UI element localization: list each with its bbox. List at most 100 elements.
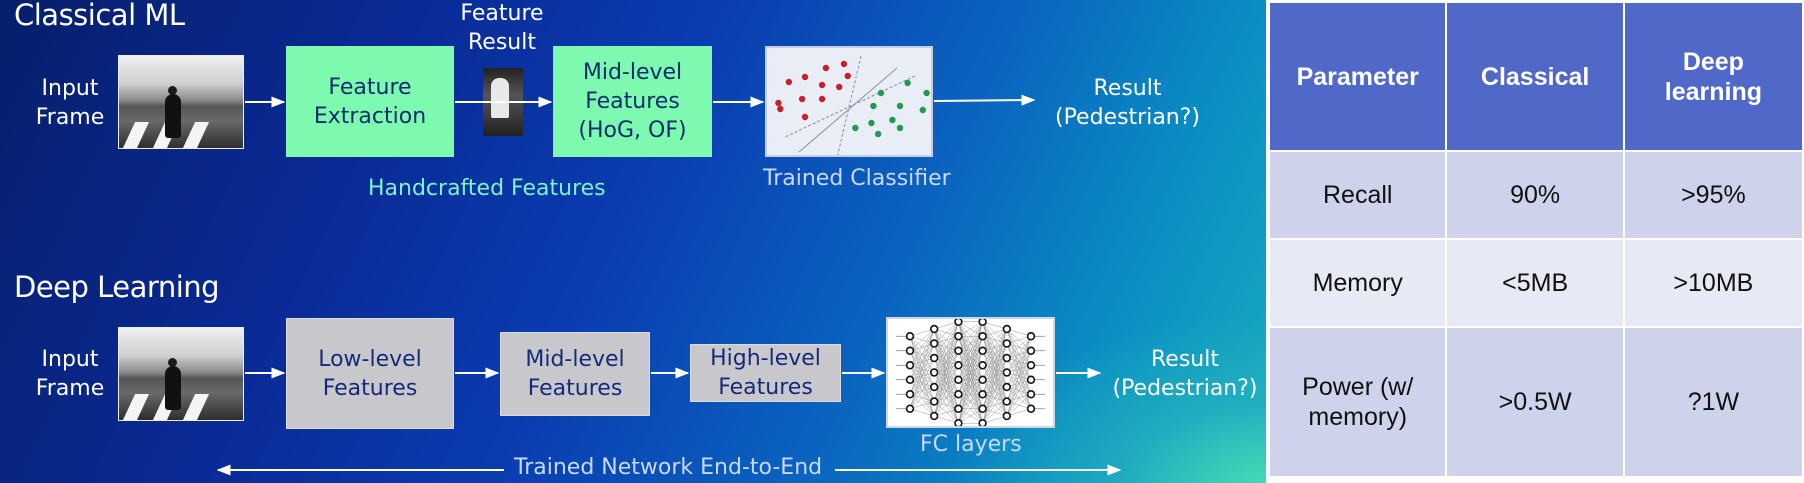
green-class-point	[868, 119, 875, 127]
nn-node	[905, 332, 915, 341]
nn-connection	[1006, 336, 1032, 402]
nn-connection	[1006, 336, 1032, 359]
green-class-point	[877, 89, 885, 97]
row-memory-deep: >10MB	[1624, 240, 1802, 326]
nn-connection	[909, 328, 935, 409]
nn-node	[1002, 397, 1012, 406]
nn-connection	[909, 328, 935, 351]
header-deep-learning: Deep learning	[1624, 3, 1802, 150]
nn-connection	[982, 328, 1008, 424]
nn-connection	[958, 321, 983, 366]
row-recall-classical: 90%	[1447, 152, 1623, 238]
nn-node	[929, 411, 939, 421]
pipeline-comparison-slide: Classical ML Input Frame Feature Extract…	[0, 0, 1266, 483]
nn-node	[978, 390, 987, 399]
header-classical: Classical	[1447, 3, 1623, 150]
nn-connection	[958, 321, 983, 424]
nn-connection	[958, 321, 983, 395]
red-class-point	[775, 99, 782, 107]
nn-node	[929, 368, 939, 377]
table-row: Recall 90% >95%	[1270, 152, 1802, 238]
green-class-point	[923, 89, 930, 97]
classical-result-label: Result (Pedestrian?)	[1054, 76, 1201, 130]
nn-connection	[933, 321, 959, 388]
nn-connection	[1006, 365, 1032, 417]
nn-node	[929, 382, 939, 392]
high-level-features-box: High-level Features	[690, 344, 841, 402]
nn-node	[978, 361, 987, 370]
nn-node	[978, 317, 987, 326]
nn-connection	[933, 321, 959, 417]
deep-result-label: Result (Pedestrian?)	[1112, 347, 1258, 401]
nn-connection	[982, 415, 1007, 424]
nn-connection	[1006, 394, 1032, 417]
row-power-parameter: Power (w/ memory)	[1270, 328, 1446, 476]
nn-connection	[1006, 328, 1032, 337]
end-to-end-caption: Trained Network End-to-End	[514, 455, 823, 480]
nn-connection	[933, 321, 959, 402]
nn-node	[978, 404, 987, 413]
green-class-point	[904, 79, 911, 87]
nn-connection	[909, 343, 935, 409]
red-class-point	[801, 73, 809, 81]
fc-layers-diagram	[886, 317, 1055, 428]
classical-input-label: Input Frame	[35, 76, 105, 130]
nn-connection	[1006, 350, 1032, 417]
nn-connection	[982, 343, 1008, 424]
red-class-point	[840, 60, 848, 68]
nn-connection	[982, 328, 1007, 351]
deep-input-label: Input Frame	[35, 347, 105, 401]
nn-connection	[909, 328, 935, 337]
nn-node	[1026, 404, 1036, 413]
nn-node	[929, 324, 939, 334]
nn-connection	[1006, 379, 1032, 417]
classical-input-frame-image	[118, 55, 244, 149]
nn-node	[954, 346, 963, 355]
decision-boundary-line	[784, 75, 916, 138]
nn-connection	[958, 321, 983, 351]
nn-connection	[909, 408, 935, 417]
red-class-point	[822, 64, 830, 72]
nn-node	[978, 375, 987, 384]
nn-node	[954, 332, 963, 341]
row-recall-parameter: Recall	[1270, 152, 1446, 238]
table-header-row: Parameter Classical Deep learning	[1270, 3, 1802, 150]
green-class-point	[852, 124, 859, 132]
nn-connection	[1006, 336, 1032, 344]
nn-node	[954, 375, 963, 384]
nn-node	[954, 390, 963, 399]
nn-connection	[982, 328, 1008, 409]
nn-connection	[982, 328, 1008, 380]
table-row: Power (w/ memory) >0.5W ?1W	[1270, 328, 1802, 476]
trained-classifier-caption: Trained Classifier	[763, 166, 951, 191]
nn-node	[1026, 390, 1036, 399]
nn-node	[954, 404, 963, 413]
nn-node	[905, 375, 915, 384]
nn-connection	[982, 372, 1008, 424]
header-parameter: Parameter	[1270, 3, 1446, 150]
nn-connection	[1006, 336, 1032, 417]
nn-node	[1002, 411, 1012, 421]
nn-node	[929, 339, 939, 348]
red-class-point	[836, 83, 843, 91]
nn-connection	[909, 401, 935, 409]
row-memory-classical: <5MB	[1447, 240, 1623, 326]
nn-node	[978, 332, 987, 341]
nn-connection	[934, 321, 959, 344]
nn-node	[1026, 361, 1036, 370]
nn-connection	[982, 357, 1008, 424]
flow-arrows	[216, 94, 1122, 476]
trained-classifier-plot	[765, 46, 933, 159]
row-memory-parameter: Memory	[1270, 240, 1446, 326]
nn-connection	[982, 328, 1008, 395]
nn-connection	[1006, 336, 1032, 373]
nn-node	[1026, 346, 1036, 355]
red-class-point	[818, 81, 826, 89]
nn-connection	[934, 415, 959, 424]
nn-node	[905, 390, 915, 399]
row-power-deep: ?1W	[1624, 328, 1802, 476]
nn-connection	[958, 321, 983, 337]
nn-connection	[934, 321, 959, 330]
nn-connection	[982, 328, 1007, 337]
nn-node	[1002, 353, 1012, 363]
